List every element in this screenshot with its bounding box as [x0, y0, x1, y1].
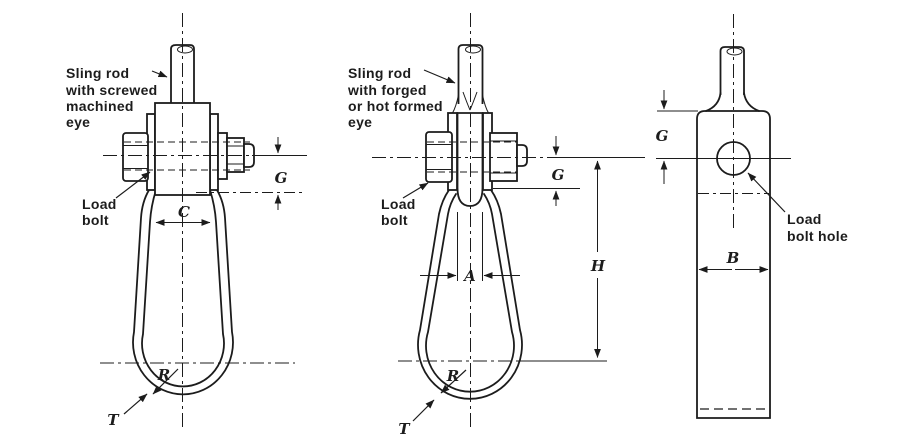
sling-rod-note-line-3: or hot formed [348, 98, 443, 114]
dim-h-label: H [590, 257, 606, 275]
sling-rod-note-line-2: with screwed [65, 82, 158, 98]
dim-r-label: R [157, 366, 170, 384]
shoulder-right [743, 92, 760, 112]
dim-r-label: R [446, 367, 459, 385]
dim-t-label: T [107, 411, 120, 429]
sling-rod-note-line-4: eye [348, 114, 372, 130]
load-bolt-hole-note-line-1: Load [787, 211, 822, 227]
forge-flare-right [482, 94, 489, 114]
load-bolt-leader [115, 171, 151, 199]
load-bolt-note-line-2: bolt [381, 212, 408, 228]
load-bolt-note-line-2: bolt [82, 212, 109, 228]
sling-rod-note-line-3: machined [66, 98, 134, 114]
load-bolt-hole-leader [747, 172, 786, 213]
dim-g-label: G [275, 169, 288, 187]
rod-end-ellipse [726, 47, 743, 56]
bolt-end-cap [516, 144, 528, 167]
sling-rod-note-line-1: Sling rod [348, 65, 411, 81]
dim-a-label: A [462, 267, 476, 285]
sling-rod-outline [719, 46, 745, 95]
thickness-leader [123, 393, 148, 415]
radius-leader [152, 368, 179, 395]
forge-weld-v-left [462, 91, 471, 111]
thickness-leader [412, 399, 435, 422]
radius-leader [440, 369, 467, 394]
hub-lug-right [209, 113, 219, 191]
load-bolt-note-line-1: Load [381, 196, 416, 212]
load-bolt-leader [402, 182, 429, 199]
forge-flare-left [452, 94, 459, 114]
eye-loop-inner [141, 189, 225, 388]
dim-g-label: G [656, 127, 669, 145]
dim-g-label: G [552, 166, 565, 184]
dim-t-label: T [398, 420, 411, 438]
sling-rod-note-line-1: Sling rod [66, 65, 129, 81]
load-bolt-note-line-1: Load [82, 196, 117, 212]
sling-rod-note-line-2: with forged [347, 82, 427, 98]
sling-rod-leader [423, 69, 456, 84]
dim-c-label: C [178, 203, 190, 221]
figure-side-view: G B Load bolt hole [656, 14, 848, 419]
sling-rod-leader [151, 70, 168, 78]
shoulder-left [705, 92, 722, 112]
figure-screwed-machined-eye: C G R T Sling rod with screwed machined … [65, 13, 307, 431]
load-bolt-hole-note-line-2: bolt hole [787, 228, 848, 244]
sling-rod-note-line-4: eye [66, 114, 90, 130]
rod-end-ellipse [177, 45, 193, 54]
hex-nut [122, 132, 149, 182]
rod-end-ellipse [465, 45, 481, 54]
dim-b-label: B [726, 249, 740, 267]
flat-bar-outline [696, 110, 771, 419]
figure-forged-eye: A G H R T Sling rod with forged or hot f… [347, 13, 645, 438]
